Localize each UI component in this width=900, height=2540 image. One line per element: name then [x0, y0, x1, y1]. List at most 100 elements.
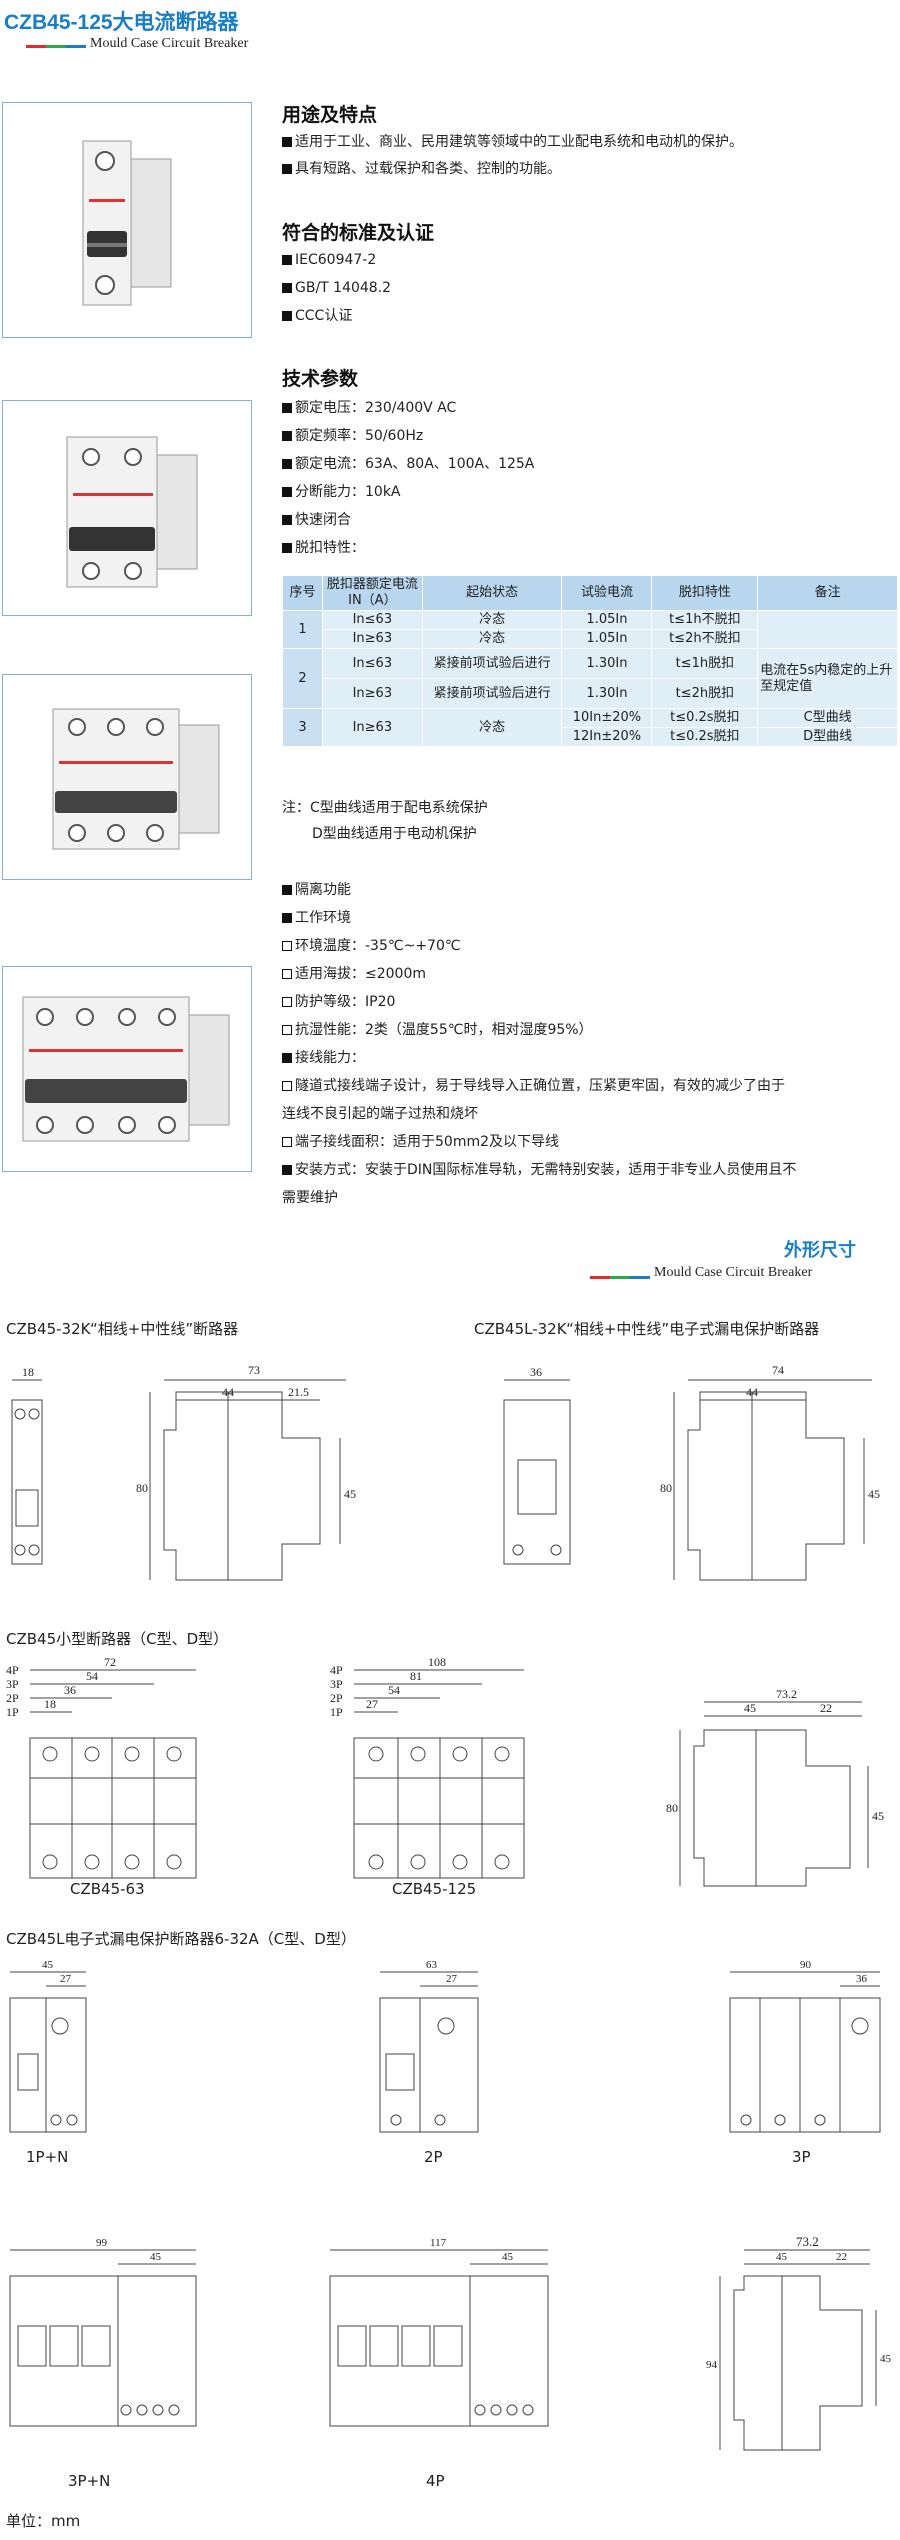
accent-bar-blue	[630, 1276, 650, 1279]
dim-label: 80	[136, 1481, 148, 1495]
param-item: 快速闭合	[282, 510, 351, 530]
unit-label: 单位：mm	[6, 2512, 81, 2530]
section-title: CZB45小型断路器（C型、D型）	[6, 1630, 229, 1648]
caption: CZB45-125	[392, 1880, 477, 1898]
usage-heading: 用途及特点	[282, 104, 378, 126]
cell: t≤0.2s脱扣	[651, 708, 759, 728]
dim-label: 45	[872, 1809, 884, 1823]
feature-item: 适用海拔：≤2000m	[282, 964, 426, 984]
standard-item: GB/T 14048.2	[282, 278, 391, 298]
th-trip: 脱扣特性	[651, 575, 759, 611]
product-photo-2p	[2, 400, 252, 616]
dim-label: 45	[868, 1487, 880, 1501]
note-line: 注：C型曲线适用于配电系统保护	[282, 800, 488, 816]
cell: In≥63	[321, 708, 423, 747]
th-note: 备注	[757, 575, 898, 611]
dim-label: 27	[60, 1973, 72, 1985]
cell: 冷态	[421, 610, 563, 630]
dim-label: 22	[820, 1701, 832, 1715]
th-rated-current: 脱扣器额定电流IN（A）	[321, 575, 423, 611]
cell: t≤1h不脱扣	[651, 610, 759, 630]
dim-label: 54	[86, 1669, 98, 1683]
product-photo-1p	[2, 102, 252, 338]
cell: C型曲线	[757, 708, 898, 728]
feature-item: 需要维护	[282, 1190, 338, 1206]
cell: 1.30In	[561, 648, 653, 679]
dim-label: 81	[410, 1669, 422, 1683]
dim-label: 72	[104, 1655, 116, 1669]
pole-label: 1P	[6, 1705, 19, 1719]
dim-label: 45	[776, 2251, 788, 2263]
dim-label: 108	[428, 1655, 446, 1669]
feature-item: 抗湿性能：2类（温度55℃时，相对湿度95%）	[282, 1020, 593, 1040]
feature-item: 隧道式接线端子设计，易于导线导入正确位置，压紧更牢固，有效的减少了由于	[282, 1076, 785, 1096]
feature-item: 工作环境	[282, 908, 351, 928]
dimensions-subtitle: Mould Case Circuit Breaker	[654, 1265, 813, 1280]
cell	[757, 610, 898, 649]
feature-item: 连线不良引起的端子过热和烧坏	[282, 1106, 478, 1122]
cell: In≤63	[321, 648, 423, 679]
pole-label: 4P	[330, 1663, 343, 1677]
dim-label: 44	[222, 1385, 234, 1399]
param-item: 额定电流：63A、80A、100A、125A	[282, 454, 534, 474]
feature-item: 端子接线面积：适用于50mm2及以下导线	[282, 1132, 559, 1152]
dim-label: 90	[800, 1959, 812, 1971]
params-heading: 技术参数	[282, 368, 359, 390]
standards-heading: 符合的标准及认证	[282, 222, 435, 244]
cell: 3	[282, 708, 323, 747]
dim-label: 27	[446, 1973, 458, 1985]
pole-label: 1P	[330, 1705, 343, 1719]
param-item: 额定电压：230/400V AC	[282, 398, 456, 418]
page-subtitle: Mould Case Circuit Breaker	[90, 36, 249, 51]
pole-label: 3P	[6, 1677, 19, 1691]
product-photo-4p	[2, 966, 252, 1172]
caption: 1P+N	[26, 2148, 69, 2166]
accent-bar-red	[26, 45, 46, 48]
dim-label: 45	[502, 2251, 514, 2263]
dim-label: 27	[366, 1697, 378, 1711]
caption: 3P+N	[68, 2472, 111, 2490]
dim-label: 18	[44, 1697, 56, 1711]
dim-label: 80	[666, 1801, 678, 1815]
drawing-section-3: 45 27 63 27 90 36 99 45 117 45 73.2 45 2…	[9, 1959, 892, 2451]
dim-label: 117	[430, 2237, 447, 2249]
pole-label: 3P	[330, 1677, 343, 1691]
caption: 3P	[792, 2148, 811, 2166]
dim-label: 45	[344, 1487, 356, 1501]
cell: In≥63	[321, 629, 423, 649]
note-line: D型曲线适用于电动机保护	[312, 826, 477, 842]
drawing-section-2: 4P 3P 2P 1P 72 54 36 18 4P 3P 2P 1P 108 …	[6, 1655, 884, 1887]
dim-label: 36	[856, 1973, 868, 1985]
param-item: 分断能力：10kA	[282, 482, 401, 502]
dim-label: 73.2	[796, 2234, 819, 2249]
cell: 1.30In	[561, 678, 653, 709]
dimensions-heading: 外形尺寸	[784, 1240, 856, 1261]
accent-bar-red	[590, 1276, 610, 1279]
pole-label: 2P	[6, 1691, 19, 1705]
section-title: CZB45-32K“相线+中性线”断路器	[6, 1320, 239, 1338]
caption: 4P	[426, 2472, 445, 2490]
pole-label: 2P	[330, 1691, 343, 1705]
param-item: 额定频率：50/60Hz	[282, 426, 423, 446]
section-title: CZB45L-32K“相线+中性线”电子式漏电保护断路器	[474, 1320, 820, 1338]
th-initial-state: 起始状态	[421, 575, 563, 611]
dim-label: 22	[836, 2251, 847, 2263]
dim-label: 21.5	[288, 1385, 309, 1399]
cell: 紧接前项试验后进行	[421, 678, 563, 709]
dim-label: 73.2	[776, 1687, 797, 1701]
cell: 1	[282, 610, 323, 649]
cell: 冷态	[421, 629, 563, 649]
section-title: CZB45L电子式漏电保护断路器6-32A（C型、D型）	[6, 1930, 356, 1948]
product-photo-3p	[2, 674, 252, 880]
cell: t≤0.2s脱扣	[651, 727, 759, 747]
dim-label: 94	[706, 2359, 718, 2371]
cell: In≤63	[321, 610, 423, 630]
cell: In≥63	[321, 678, 423, 709]
accent-bar-green	[610, 1276, 630, 1279]
usage-item: 适用于工业、商业、民用建筑等领域中的工业配电系统和电动机的保护。	[282, 132, 743, 152]
cell: 1.05In	[561, 610, 653, 630]
cell: 电流在5s内稳定的上升至规定值	[757, 648, 898, 709]
dim-label: 45	[744, 1701, 756, 1715]
feature-item: 隔离功能	[282, 880, 351, 900]
